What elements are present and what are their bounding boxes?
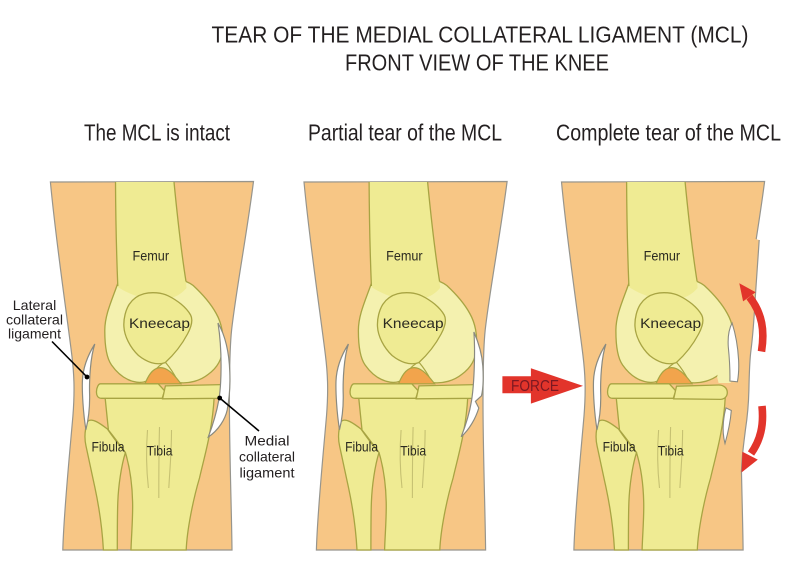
svg-text:ligament: ligament — [8, 326, 61, 342]
svg-text:Lateral: Lateral — [13, 297, 57, 313]
svg-text:TEAR OF THE MEDIAL COLLATERAL: TEAR OF THE MEDIAL COLLATERAL LIGAMENT (… — [212, 21, 749, 47]
svg-text:Partial tear of the MCL: Partial tear of the MCL — [308, 120, 502, 146]
svg-text:The MCL is intact: The MCL is intact — [84, 120, 230, 146]
svg-text:Complete tear of the MCL: Complete tear of the MCL — [556, 120, 781, 146]
svg-text:collateral: collateral — [6, 312, 63, 328]
svg-text:collateral: collateral — [239, 449, 295, 465]
svg-text:FORCE: FORCE — [511, 378, 559, 395]
svg-text:Medial: Medial — [245, 433, 290, 449]
svg-text:ligament: ligament — [240, 465, 295, 481]
svg-text:FRONT VIEW OF THE KNEE: FRONT VIEW OF THE KNEE — [345, 50, 609, 76]
